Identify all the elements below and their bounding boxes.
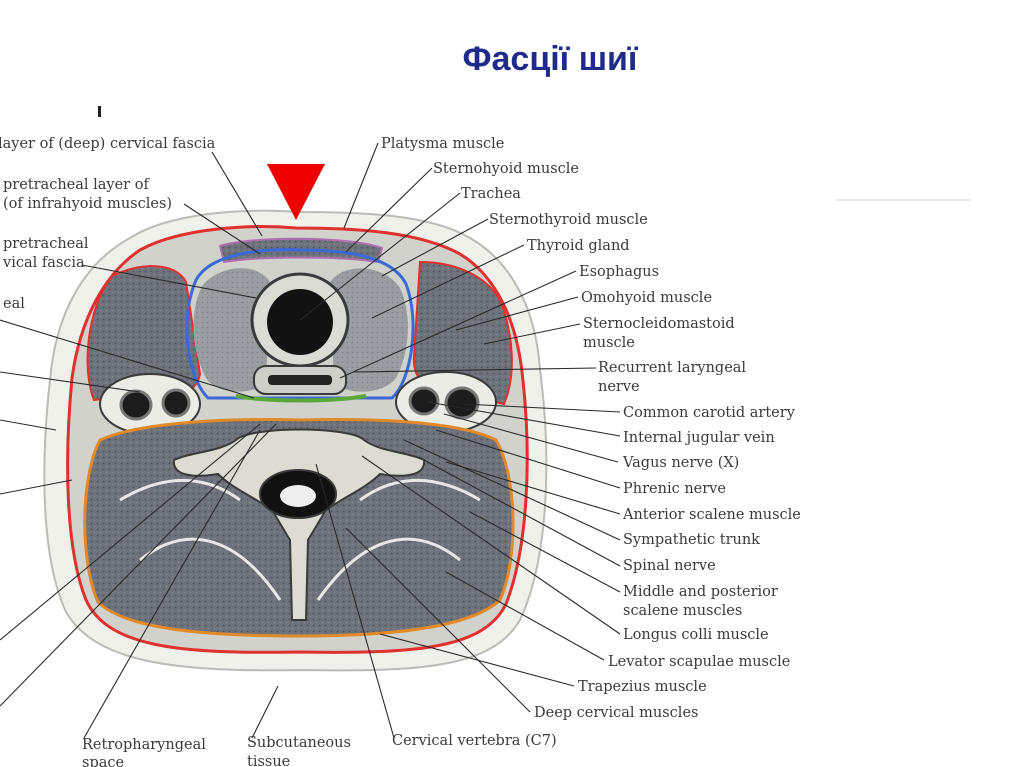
spinal-cord: [280, 485, 316, 507]
label-sympathetic-trunk: Sympathetic trunk: [623, 532, 760, 548]
label-trachea: Trachea: [461, 186, 521, 202]
right-carotid-sheath: [395, 371, 497, 433]
tick-mark: [98, 106, 101, 117]
label-vagus-nerve: Vagus nerve (X): [622, 455, 739, 471]
label-recurrent-laryngeal: Recurrent laryngeal: [598, 360, 746, 376]
label-deep-cervical-muscles: Deep cervical muscles: [534, 705, 698, 721]
label-scalene-muscles: scalene muscles: [623, 603, 742, 619]
label-common-carotid-artery: Common carotid artery: [623, 405, 796, 421]
label-sternocleidomastoid-muscle: muscle: [583, 335, 635, 351]
left-carotid-sheath: [99, 373, 201, 435]
label-retropharyngeal-space: space: [82, 755, 124, 767]
label-middle-posterior-scalene: Middle and posterior: [623, 584, 778, 600]
label-sternohyoid-muscle: Sternohyoid muscle: [433, 161, 579, 177]
label-subcutaneous: Subcutaneous: [247, 735, 351, 751]
label-investing-layer: layer of (deep) cervical fascia: [0, 136, 216, 152]
label-retropharyngeal: Retropharyngeal: [82, 737, 206, 753]
label-of-infrahyoid-muscles: (of infrahyoid muscles): [3, 196, 172, 212]
label-cervical-vertebra: Cervical vertebra (C7): [392, 733, 557, 749]
right-leader-lines: [251, 142, 621, 739]
buccopharyngeal-fascia: [235, 394, 367, 403]
label-pretracheal-layer-of: pretracheal layer of: [3, 177, 150, 193]
slide-title: Фасції шиї: [462, 40, 638, 78]
label-phrenic-nerve: Phrenic nerve: [623, 481, 726, 497]
label-subcutaneous-tissue: tissue: [247, 754, 290, 767]
label-thyroid-gland: Thyroid gland: [527, 238, 630, 254]
pretracheal-fascia: [185, 248, 415, 400]
left-leader-lines: [0, 151, 277, 739]
cervical-vertebra: [172, 428, 426, 621]
label-trapezius-muscle: Trapezius muscle: [578, 679, 707, 695]
label-internal-jugular-vein: Internal jugular vein: [623, 430, 775, 446]
label-pretracheal: pretracheal: [3, 236, 89, 252]
thyroid-gland: [193, 268, 270, 392]
label-recurrent-laryngeal-nerve: nerve: [598, 379, 640, 395]
red-marker-triangle: [267, 164, 325, 220]
label-eal: eal: [3, 296, 25, 312]
thyroid-gland-right: [330, 268, 408, 392]
label-platysma-muscle: Platysma muscle: [381, 136, 504, 152]
label-levator-scapulae-muscle: Levator scapulae muscle: [608, 654, 790, 670]
faint-line: [836, 199, 971, 201]
label-sternocleidomastoid: Sternocleidomastoid: [583, 316, 735, 332]
label-longus-colli-muscle: Longus colli muscle: [623, 627, 769, 643]
label-anterior-scalene-muscle: Anterior scalene muscle: [622, 507, 801, 523]
label-vical-fascia: vical fascia: [2, 255, 85, 271]
label-spinal-nerve: Spinal nerve: [623, 558, 716, 574]
label-omohyoid-muscle: Omohyoid muscle: [581, 290, 712, 306]
label-esophagus: Esophagus: [579, 264, 659, 280]
label-sternothyroid-muscle: Sternothyroid muscle: [489, 212, 648, 228]
trachea-lumen: [267, 289, 333, 355]
